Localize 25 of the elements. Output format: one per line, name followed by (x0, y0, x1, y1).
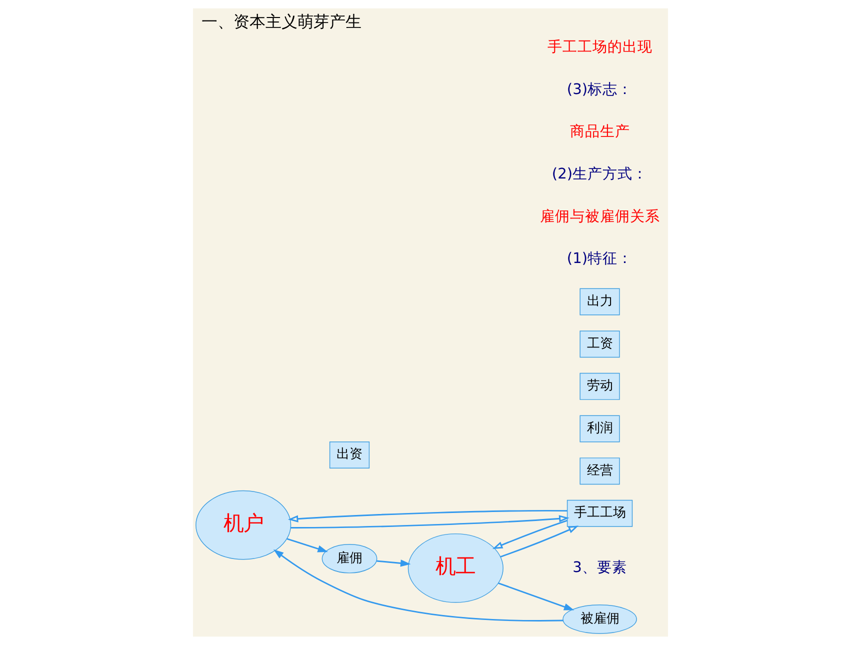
arrow (500, 526, 578, 558)
node-box: 手工工场 (566, 500, 632, 527)
label: 手工工场的出现 (546, 38, 652, 56)
label: (2)生产方式： (551, 165, 648, 182)
arrow (290, 515, 569, 528)
node-ellipse: 雇佣 (321, 544, 377, 574)
node-box: 出资 (328, 442, 370, 469)
label: (1)特征： (566, 250, 632, 268)
label: 商品生产 (569, 123, 630, 140)
label: 3、要素 (572, 558, 626, 576)
arrow (286, 538, 328, 552)
label: 雇佣与被雇佣关系 (539, 208, 660, 225)
node-box: 出力 (579, 288, 620, 316)
diagram-title: 一、资本主义萌芽产生 (200, 12, 361, 32)
arrow (376, 560, 410, 567)
node-box: 劳动 (579, 372, 620, 400)
node-box: 工资 (579, 330, 620, 358)
arrow (287, 510, 567, 522)
node-box: 经营 (579, 458, 620, 485)
node-box: 利润 (579, 415, 620, 442)
arrow (272, 549, 563, 622)
label: (3)标志： (566, 80, 632, 98)
arrow (492, 520, 567, 549)
arrow (498, 582, 574, 610)
node-ellipse: 被雇佣 (562, 604, 636, 634)
